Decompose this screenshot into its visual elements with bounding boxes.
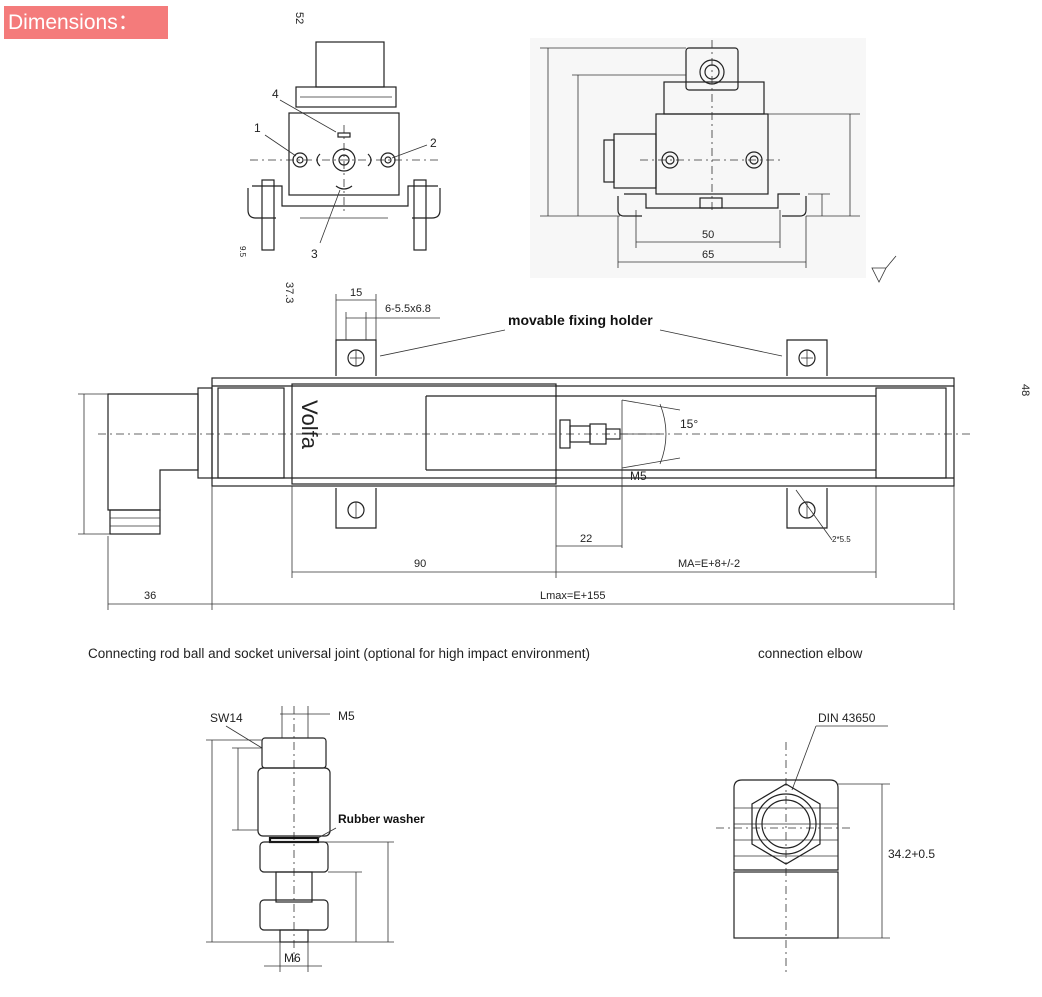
holder-label: movable fixing holder xyxy=(508,312,653,328)
elbow-base xyxy=(733,871,839,939)
holder-top-left xyxy=(335,339,377,376)
m5-label: M5 xyxy=(338,709,355,723)
main-view: 15 6-5.5x6.8 movable fixing holder Volfa xyxy=(78,287,1031,610)
holder-bottom-left xyxy=(335,488,377,529)
end-cap-left xyxy=(217,387,285,479)
front-connector-top xyxy=(315,41,385,88)
dim-label-50: 50 xyxy=(702,229,714,241)
dim-label-lmax: Lmax=E+155 xyxy=(540,590,605,602)
callout-3: 3 xyxy=(311,247,318,261)
elbow-hex-nut xyxy=(751,783,821,865)
dim-label-52: 52 xyxy=(293,12,305,24)
sw-label: SW14 xyxy=(210,711,243,725)
thread-label: M5 xyxy=(630,469,647,483)
joint-body xyxy=(257,767,331,837)
dim-label-36: 36 xyxy=(144,590,156,602)
dim-label-9-5: 9.5 xyxy=(238,246,247,258)
brand-label: Volfa xyxy=(297,400,322,450)
dim-label-65: 65 xyxy=(702,249,714,261)
dim-label-22: 22 xyxy=(580,533,592,545)
callout-4: 4 xyxy=(272,87,279,101)
elbow-caption: connection elbow xyxy=(758,646,863,661)
callout-1: 1 xyxy=(254,121,261,135)
height-label: 34.2+0.5 xyxy=(888,847,935,861)
joint-view: SW14 M5 Rubber washer M6 xyxy=(206,706,425,972)
center-bore xyxy=(332,148,356,172)
dimensions-title: Dimensions： xyxy=(4,6,168,39)
washer-label: Rubber washer xyxy=(338,812,425,826)
holder-top-right xyxy=(786,339,828,376)
angle-label: 15° xyxy=(680,417,698,431)
connector-left xyxy=(107,393,199,511)
callout-2: 2 xyxy=(430,136,437,150)
dim-label-ma: MA=E+8+/-2 xyxy=(678,558,740,570)
dim-label-15: 15 xyxy=(350,287,362,299)
elbow-view: DIN 43650 34.2+0.5 xyxy=(716,711,935,972)
elbow-body xyxy=(733,779,839,871)
m6-label: M6 xyxy=(284,951,301,965)
front-collar xyxy=(295,86,397,108)
din-label: DIN 43650 xyxy=(818,711,876,725)
front-body xyxy=(288,112,400,196)
end-cap-right xyxy=(875,387,947,479)
dim-label-48: 48 xyxy=(1019,384,1031,396)
dim-label-37-3: 37.3 xyxy=(283,282,295,303)
side-view: 50 65 xyxy=(530,38,897,283)
dim-label-hole: 2*5.5 xyxy=(832,535,851,544)
holder-bottom-right xyxy=(786,488,828,529)
joint-caption: Connecting rod ball and socket universal… xyxy=(88,646,591,661)
front-view: 52 1 2 3 4 9.5 37.3 xyxy=(238,12,441,303)
dim-label-slot: 6-5.5x6.8 xyxy=(385,303,431,315)
dim-label-90: 90 xyxy=(414,558,426,570)
